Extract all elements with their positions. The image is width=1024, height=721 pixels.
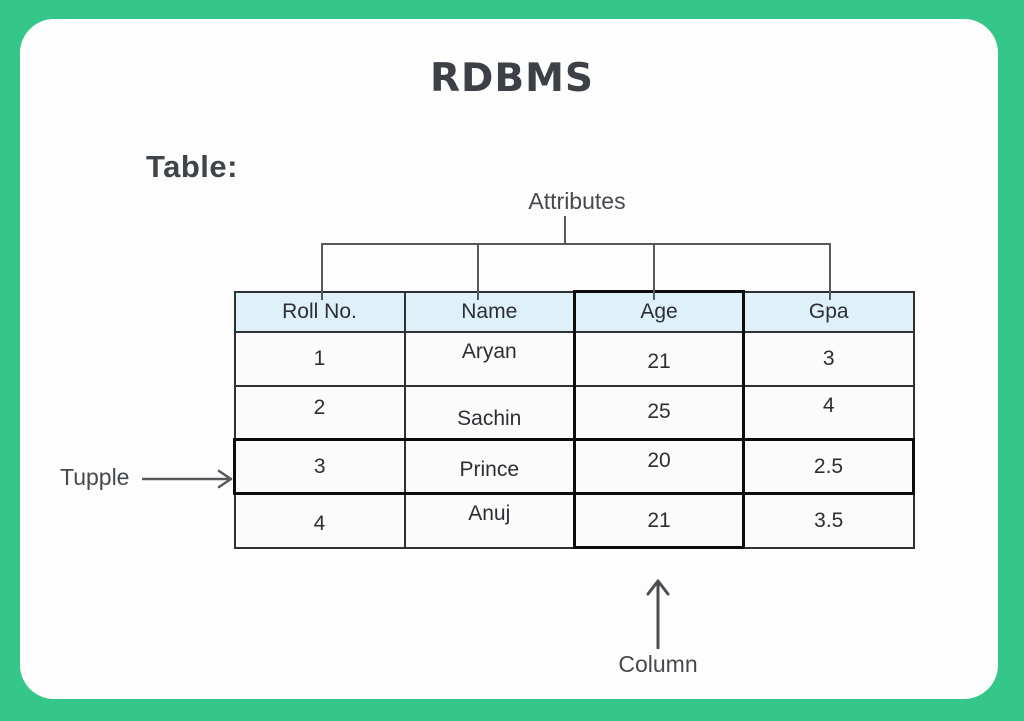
- table-header-row: Roll No. Name Age Gpa: [233, 290, 915, 333]
- column-header-name: Name: [403, 290, 576, 333]
- column-header-roll-no: Roll No.: [233, 290, 406, 333]
- cell-age: 20: [573, 438, 745, 495]
- rdbms-table: Roll No. Name Age Gpa 1 Aryan 21 3 2 Sac…: [233, 290, 915, 549]
- table-row: 2 Sachin 25 4: [233, 384, 915, 441]
- table-row: 1 Aryan 21 3: [233, 330, 915, 387]
- cell-name: Prince: [403, 438, 576, 495]
- attributes-connector-bar: [321, 243, 831, 245]
- attributes-connector-drop-1: [321, 243, 323, 300]
- attributes-label: Attributes: [528, 188, 626, 214]
- cell-roll-no: 2: [233, 384, 406, 441]
- cell-gpa: 2.5: [742, 438, 915, 495]
- attributes-connector-drop-2: [477, 243, 479, 300]
- cell-gpa: 3: [742, 330, 915, 387]
- table-row-highlighted-tuple: 3 Prince 20 2.5: [233, 438, 915, 495]
- cell-name: Anuj: [403, 492, 576, 549]
- cell-roll-no: 4: [233, 492, 406, 549]
- cell-gpa: 4: [742, 384, 915, 441]
- cell-age: 25: [573, 384, 745, 441]
- tuple-label: Tupple: [60, 464, 130, 490]
- section-label: Table:: [146, 149, 238, 184]
- attributes-connector-drop-4: [829, 243, 831, 300]
- cell-roll-no: 1: [233, 330, 406, 387]
- column-header-age: Age: [573, 290, 745, 333]
- cell-roll-no: 3: [233, 438, 406, 495]
- column-header-gpa: Gpa: [742, 290, 915, 333]
- cell-name: Aryan: [403, 330, 576, 387]
- data-table: Roll No. Name Age Gpa 1 Aryan 21 3 2 Sac…: [233, 290, 915, 549]
- attributes-connector-stem: [564, 216, 566, 244]
- attributes-connector-drop-3: [653, 243, 655, 300]
- cell-age: 21: [573, 330, 745, 387]
- arrow-right-icon: [142, 469, 233, 489]
- table-row: 4 Anuj 21 3.5: [233, 492, 915, 549]
- column-label: Column: [618, 651, 698, 677]
- cell-gpa: 3.5: [742, 492, 915, 549]
- cell-age: 21: [573, 492, 745, 549]
- cell-name: Sachin: [403, 384, 576, 441]
- page-title: RDBMS: [429, 56, 595, 101]
- arrow-up-icon: [646, 579, 670, 649]
